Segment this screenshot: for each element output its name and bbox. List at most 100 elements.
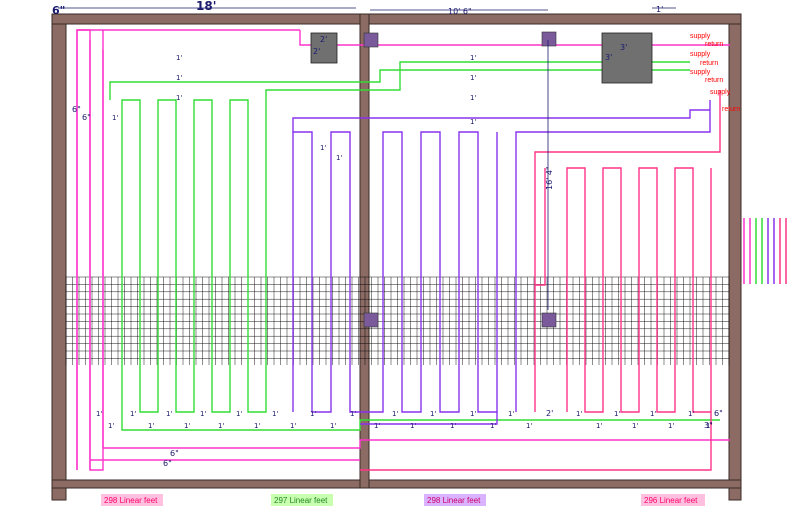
dim-bottom-right-6: 6" [714, 409, 723, 418]
loop-purple-supply [292, 109, 710, 132]
spacing-label: 1' [470, 74, 476, 82]
loop-rose-supply [534, 90, 721, 412]
spacing-label: 1' [410, 422, 416, 430]
post-top-center [363, 32, 379, 48]
dimension-lines [58, 7, 676, 310]
legend-loop-1: 298 Linear feet [104, 496, 158, 505]
spacing-labels: 1' 1' 1' 1' 1' 1' 1' 1' 1' 1' 1' 1' 1' 1' 1' 1' 1' 1' 1' 1'… [96, 54, 712, 430]
tubing-loops [76, 29, 730, 471]
dim-box-large-h: 3' [605, 53, 612, 62]
spacing-label: 1' [320, 144, 326, 152]
post-mid-center [363, 312, 379, 328]
spacing-label: 1' [470, 410, 476, 418]
label-supply-3: supply [690, 69, 711, 76]
dim-box-small-w: 2' [320, 35, 327, 44]
spacing-label: 1' [392, 410, 398, 418]
legend-loop-4: 296 Linear feet [644, 496, 698, 505]
dim-bottom-6a: 6" [163, 459, 172, 468]
spacing-label: 1' [450, 422, 456, 430]
legend-bg-3 [424, 494, 486, 506]
legend-loop-3: 298 Linear feet [427, 496, 481, 505]
spacing-label: 1' [290, 422, 296, 430]
dim-overall-width: 18' [196, 0, 216, 13]
inner-wall-center [359, 13, 370, 489]
spacing-label: 1' [650, 410, 656, 418]
dim-gap-2: 2' [546, 409, 553, 418]
label-supply-1: supply [690, 33, 711, 40]
spacing-label: 1' [596, 422, 602, 430]
spacing-label: 1' [614, 410, 620, 418]
post-top-right [541, 31, 557, 47]
spacing-label: 1' [108, 422, 114, 430]
label-return-4: return [722, 106, 740, 113]
spacing-label: 1' [430, 410, 436, 418]
box-small [310, 32, 338, 64]
spacing-label: 1' [374, 422, 380, 430]
spacing-label: 1' [184, 422, 190, 430]
spacing-label: 1' [350, 410, 356, 418]
spacing-label: 1' [470, 118, 476, 126]
legend-loop-2: 297 Linear feet [274, 496, 328, 505]
spacing-label: 1' [526, 422, 532, 430]
spacing-label: 1' [668, 422, 674, 430]
dim-corner: 6" [52, 4, 65, 17]
loop-rose-mid [535, 168, 546, 286]
spacing-label: 1' [236, 410, 242, 418]
dim-box-large-w: 3' [620, 43, 627, 52]
spacing-label: 1' [176, 74, 182, 82]
mesh-grid [65, 276, 730, 365]
spacing-label: 1' [200, 410, 206, 418]
spacing-label: 1' [254, 422, 260, 430]
dim-bottom-right-3: 3" [704, 421, 713, 430]
spacing-label: 1' [632, 422, 638, 430]
spacing-label: 1' [130, 410, 136, 418]
spacing-label: 1' [576, 410, 582, 418]
dim-section-width: 10' 6" [448, 7, 472, 16]
loop-pink-bottom-2 [103, 439, 730, 449]
loop-pink-to-manifold [299, 30, 730, 46]
outer-wall-top [51, 13, 742, 25]
loop-purple-serpentine [292, 131, 498, 413]
loop-pink-top [76, 29, 300, 470]
legend-bg-4 [641, 494, 705, 506]
dim-box-small-h: 2' [313, 47, 320, 56]
spacing-label: 1' [148, 422, 154, 430]
dim-left-6: 6" [72, 105, 81, 114]
spacing-label: 1' [310, 410, 316, 418]
spacing-label: 1' [508, 410, 514, 418]
loop-rose-serpentine [566, 167, 712, 413]
spacing-label: 1' [470, 54, 476, 62]
spacing-label: 1' [688, 410, 694, 418]
outer-wall-left [51, 13, 67, 501]
dim-vertical-run: 16' 4" [545, 166, 554, 190]
legend-bg-1 [101, 494, 163, 506]
spacing-label: 1' [112, 114, 118, 122]
spacing-label: 1' [330, 422, 336, 430]
spacing-label: 1' [96, 410, 102, 418]
outer-wall-bottom [51, 479, 742, 489]
spacing-label: 1' [470, 94, 476, 102]
box-large [601, 32, 653, 84]
dim-bottom-6b: 6" [170, 449, 179, 458]
spacing-label: 1' [272, 410, 278, 418]
spacing-label: 1' [490, 422, 496, 430]
loop-rose-return [360, 412, 712, 471]
post-mid-right [541, 312, 557, 328]
label-supply-2: supply [690, 51, 711, 58]
label-return-1: return [705, 41, 723, 48]
dim-left-6b: 6" [82, 113, 91, 122]
label-return-2: return [700, 60, 718, 67]
label-supply-4: supply [710, 89, 731, 96]
loop-green-serpentine [121, 99, 267, 413]
dim-right-offset: 1' [656, 5, 663, 14]
spacing-label: 1' [336, 154, 342, 162]
spacing-label: 1' [176, 94, 182, 102]
side-pipes [743, 218, 787, 284]
loop-green-return [121, 412, 720, 431]
loop-purple-right [515, 100, 711, 412]
loop-green-supply [109, 69, 690, 100]
spacing-label: 1' [218, 422, 224, 430]
legend-bg-2 [271, 494, 333, 506]
outer-wall-right [728, 13, 742, 501]
